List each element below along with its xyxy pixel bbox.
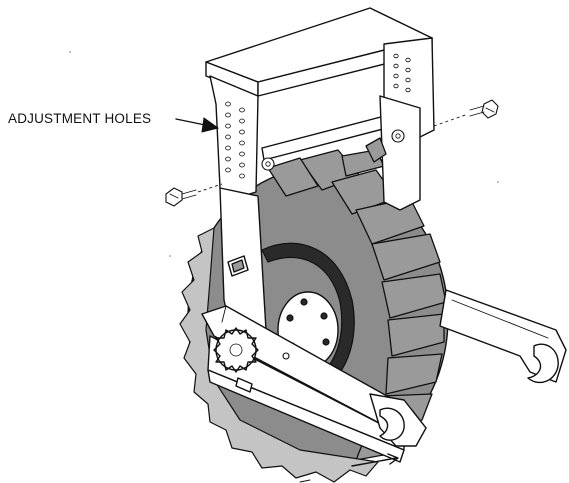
adjustment-holes-label: ADJUSTMENT HOLES bbox=[8, 111, 152, 126]
right-mounting-bolt bbox=[433, 99, 499, 127]
bottom-reference-mark bbox=[351, 453, 399, 467]
front-arm bbox=[201, 305, 427, 463]
clip-tab bbox=[365, 137, 387, 163]
right-adjustment-holes bbox=[393, 53, 411, 93]
tire-left-edge bbox=[179, 227, 379, 483]
frame-bracket bbox=[205, 7, 435, 337]
callout-leader-arrow bbox=[175, 117, 220, 133]
right-arm bbox=[439, 289, 567, 384]
left-side-plate bbox=[209, 75, 259, 199]
left-mounting-bolt bbox=[165, 183, 223, 207]
left-adjustment-holes bbox=[225, 101, 245, 179]
sprocket bbox=[213, 327, 259, 373]
